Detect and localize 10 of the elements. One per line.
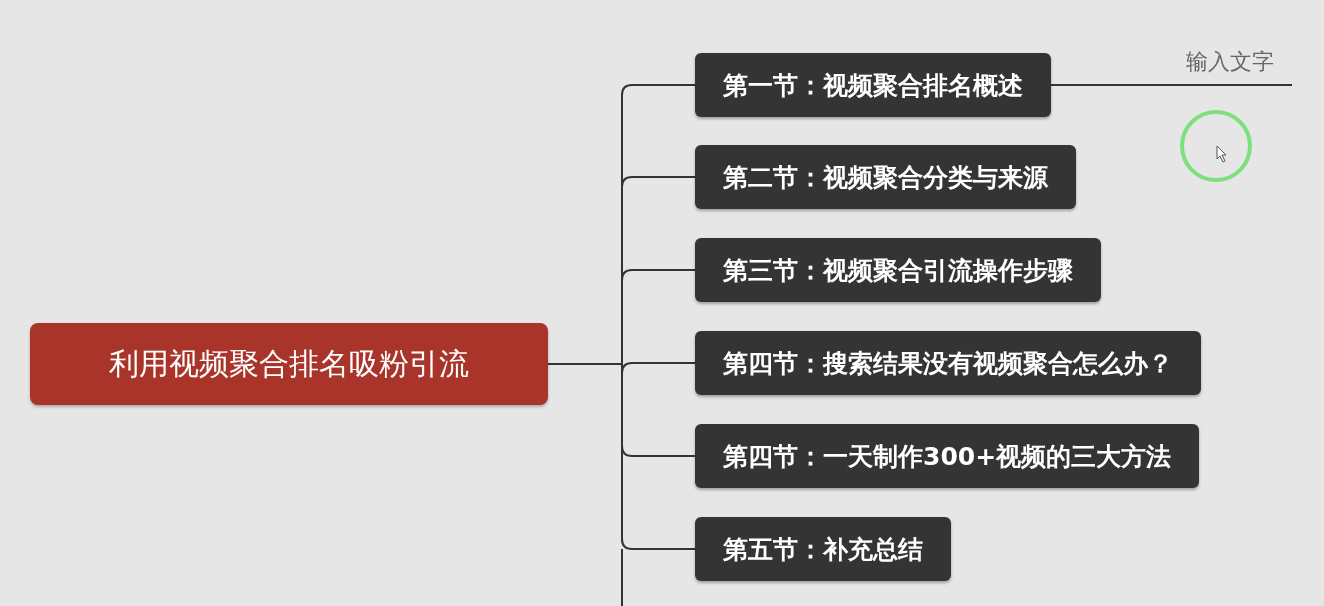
section-box: 第四节：搜索结果没有视频聚合怎么办？ [695,331,1201,395]
section-box: 第一节：视频聚合排名概述 [695,53,1051,117]
section-box: 第五节：补充总结 [695,517,951,581]
section-box: 第三节：视频聚合引流操作步骤 [695,238,1101,302]
connector-line [547,363,696,550]
root-topic-box: 利用视频聚合排名吸粉引流 [30,323,548,405]
text-label: 输入文字 [1168,38,1292,85]
section-box: 第四节：一天制作300+视频的三大方法 [695,424,1200,488]
connector-line [1050,84,1293,86]
section-box: 第二节：视频聚合分类与来源 [695,145,1076,209]
